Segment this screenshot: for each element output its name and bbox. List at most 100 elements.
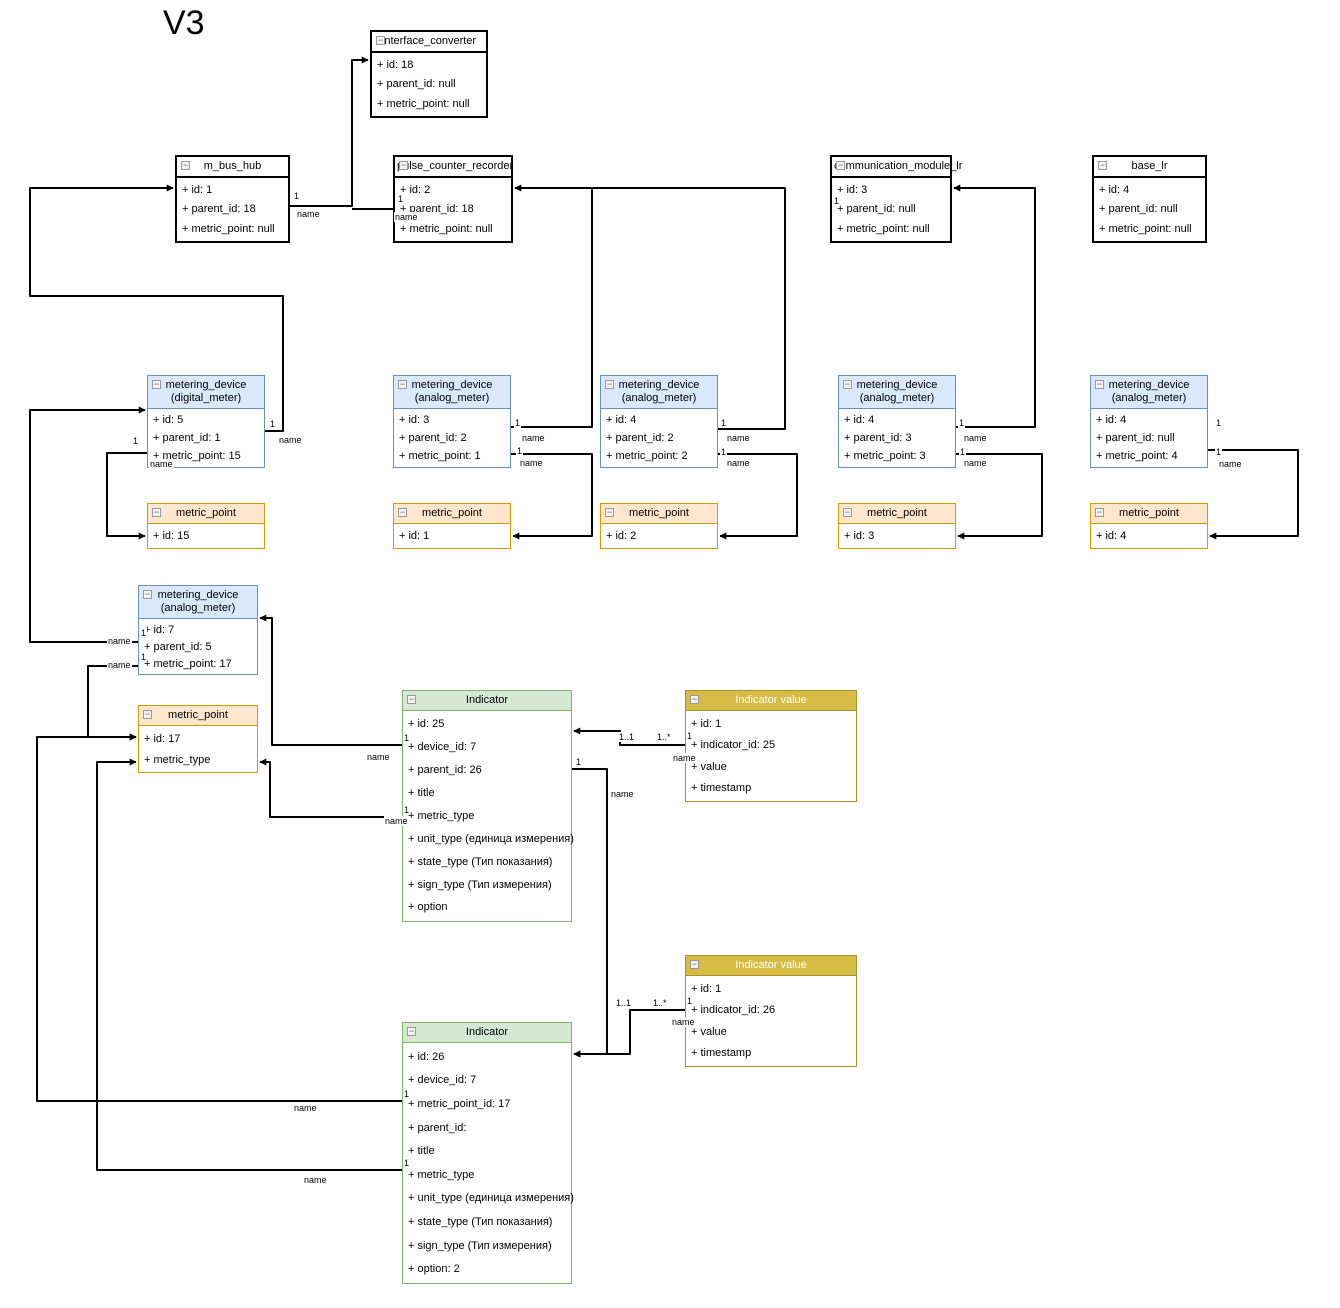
entity-header[interactable]: −metric_point [394, 504, 510, 524]
entity-field[interactable]: + id: 2 [606, 530, 637, 542]
entity-field[interactable]: + id: 1 [182, 183, 213, 196]
entity-field[interactable]: + title [408, 1145, 435, 1158]
entity-header[interactable]: −metric_point [601, 504, 717, 524]
edge-label[interactable]: name [303, 1175, 328, 1185]
edge-label[interactable]: 1 [958, 418, 966, 428]
entity-field[interactable]: + value [691, 1025, 727, 1038]
edge-label[interactable]: 1 [403, 1089, 411, 1099]
entity-field[interactable]: + parent_id: null [377, 78, 456, 91]
entity-header[interactable]: −metering_device(analog_meter) [601, 376, 717, 409]
edge-analog-3-to-metric-point-1[interactable] [511, 453, 593, 540]
entity-metric-point-15[interactable]: −metric_point+ id: 15 [147, 503, 265, 549]
entity-field[interactable]: + parent_id: [408, 1121, 467, 1134]
entity-field[interactable]: + indicator_id: 26 [691, 1004, 776, 1017]
entity-indicator-26[interactable]: −Indicator+ id: 26+ device_id: 7+ metric… [402, 1022, 574, 1284]
edge-label[interactable]: 1..1 [618, 732, 636, 742]
entity-field[interactable]: + state_type (Тип показания) [408, 855, 553, 868]
edge-indicator-25-to-indicator-26[interactable] [572, 768, 608, 1058]
entity-base-lr[interactable]: −base_lr+ id: 4+ parent_id: null+ metric… [1092, 155, 1207, 243]
entity-metering-device-analog-7[interactable]: −metering_device(analog_meter) + id: 7 + p… [138, 585, 258, 675]
edge-label[interactable]: 1 [403, 733, 411, 743]
collapse-icon[interactable]: − [836, 160, 845, 170]
edge-analog-7-to-metric-point-17[interactable] [87, 665, 138, 741]
entity-field[interactable]: + metric_point: null [182, 223, 275, 236]
entity-header[interactable]: −metering_device(analog_meter) [1091, 376, 1207, 409]
entity-header[interactable]: −pulse_counter_recorder [395, 157, 513, 178]
entity-field[interactable]: + parent_id: null [837, 203, 916, 216]
entity-field[interactable]: + parent_id: 5 [144, 640, 212, 653]
entity-field[interactable]: + id: 25 [408, 718, 445, 731]
edge-indicator-26-to-metric-point-17-id[interactable] [36, 733, 402, 1102]
entity-indicator-value-25[interactable]: −Indicator value+ id: 1+ indicator_id: 2… [685, 690, 857, 802]
collapse-icon[interactable]: − [143, 709, 152, 719]
entity-field[interactable]: + id: 3 [837, 183, 868, 196]
collapse-icon[interactable]: − [398, 379, 407, 389]
edge-label[interactable]: name [963, 458, 988, 468]
entity-pulse-counter-recorder[interactable]: −pulse_counter_recorder+ id: 2+ parent_i… [393, 155, 513, 243]
edge-label[interactable]: 1 [720, 447, 728, 457]
edge-label[interactable]: name [107, 660, 132, 670]
entity-field[interactable]: + parent_id: 2 [399, 432, 467, 444]
entity-metering-device-analog-4a[interactable]: −metering_device(analog_meter) + id: 4 + p… [600, 375, 718, 468]
edge-indicator-value-26-to-indicator-26[interactable] [573, 1009, 685, 1058]
edge-label[interactable]: 1 [403, 805, 411, 815]
entity-field[interactable]: + metric_type [408, 809, 475, 822]
collapse-icon[interactable]: − [407, 1026, 416, 1036]
collapse-icon[interactable]: − [181, 160, 190, 170]
entity-indicator-25[interactable]: −Indicator+ id: 25+ device_id: 7+ parent… [402, 690, 574, 922]
edge-label[interactable]: name [149, 459, 174, 469]
entity-field[interactable]: + id: 4 [1096, 414, 1127, 426]
edge-label[interactable]: 1 [269, 419, 277, 429]
entity-field[interactable]: + id: 1 [399, 530, 430, 542]
edge-analog-4a-to-metric-point-2[interactable] [718, 453, 798, 540]
entity-field[interactable]: + metric_point: null [377, 98, 470, 111]
entity-field[interactable]: + id: 7 [144, 623, 175, 636]
entity-header[interactable]: −metering_device(analog_meter) [139, 586, 257, 619]
entity-metering-device-analog-4b[interactable]: −metering_device(analog_meter)+ id: 4+ p… [838, 375, 956, 468]
edge-label[interactable]: name [366, 752, 391, 762]
entity-header[interactable]: −metering_device(analog_meter) [839, 376, 955, 409]
edge-label[interactable]: 1..* [656, 732, 672, 742]
collapse-icon[interactable]: − [1095, 507, 1104, 517]
edge-label[interactable]: name [671, 1017, 696, 1027]
entity-field[interactable]: + id: 17 [144, 732, 181, 745]
edge-analog-3-to-pulse-counter[interactable] [511, 189, 593, 428]
entity-field[interactable]: + device_id: 7 [408, 1074, 477, 1087]
entity-field[interactable]: + sign_type (Тип измерения) [408, 878, 552, 891]
edge-label[interactable]: 1 [1215, 447, 1223, 457]
edge-label[interactable]: name [521, 433, 546, 443]
edge-label[interactable]: name [726, 433, 751, 443]
entity-field[interactable]: + metric_point: 3 [844, 450, 926, 462]
entity-field[interactable]: + unit_type (единица измерения) [408, 832, 574, 845]
entity-field[interactable]: + parent_id: 2 [606, 432, 674, 444]
entity-metric-point-1[interactable]: −metric_point + id: 1 [393, 503, 511, 549]
entity-header[interactable]: −metric_point [139, 706, 257, 726]
edge-label[interactable]: 1 [1215, 418, 1223, 428]
entity-field[interactable]: + id: 18 [377, 58, 414, 71]
edge-label[interactable]: 1 [132, 436, 140, 446]
entity-field[interactable]: + id: 4 [606, 414, 637, 426]
entity-metric-point-3[interactable]: −metric_point+ id: 3 [838, 503, 956, 549]
collapse-icon[interactable]: − [690, 694, 699, 704]
edge-label[interactable]: 1 [720, 418, 728, 428]
edge-label[interactable]: 1 [403, 1158, 411, 1168]
edge-label[interactable]: name [726, 458, 751, 468]
entity-header[interactable]: −metering_device(analog_meter) [394, 376, 510, 409]
entity-field[interactable]: + id: 3 [844, 530, 875, 542]
entity-communication-module-lr[interactable]: −communication_module_lr+ id: 3+ parent_… [830, 155, 962, 243]
entity-field[interactable]: + parent_id: 26 [408, 764, 482, 777]
entity-field[interactable]: + metric_type [408, 1168, 475, 1181]
entity-field[interactable]: + metric_point: 2 [606, 450, 688, 462]
collapse-icon[interactable]: − [398, 507, 407, 517]
edge-digital-meter-to-metric-point-15[interactable] [106, 452, 147, 540]
entity-field[interactable]: + timestamp [691, 1047, 752, 1060]
edge-label[interactable]: name [293, 1103, 318, 1113]
entity-header[interactable]: −Indicator value [686, 956, 856, 976]
diagram-title[interactable]: V3 [163, 4, 205, 42]
collapse-icon[interactable]: − [407, 694, 416, 704]
edge-label[interactable]: 1..* [652, 998, 668, 1008]
edge-label[interactable]: name [296, 209, 321, 219]
entity-field[interactable]: + metric_point: 4 [1096, 450, 1178, 462]
collapse-icon[interactable]: − [399, 160, 408, 170]
entity-field[interactable]: + metric_point: 17 [144, 657, 232, 670]
